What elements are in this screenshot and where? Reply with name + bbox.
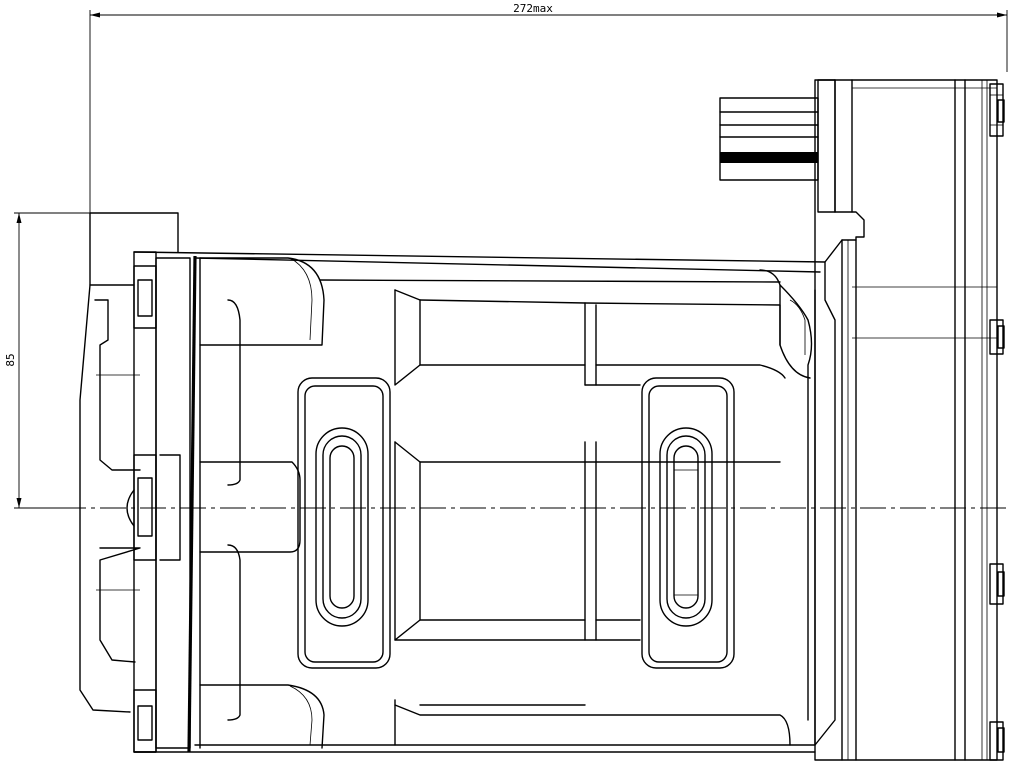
pump-housing [79,212,857,753]
left-slot-pocket [297,377,391,669]
bolt-right-bottom [989,721,1005,761]
bolt-right-upper [989,83,1005,137]
bolt-left-bottom [133,689,157,753]
axis-height-dimension: 85 [4,212,90,509]
overall-length-dimension: 272max [89,2,1008,213]
bolt-right-mid [989,319,1005,355]
right-slot-pocket [641,377,735,669]
bolt-left-top [133,265,157,329]
electrical-connector [719,79,836,213]
overall-length-label: 272max [513,2,553,15]
motor-end-cap [814,79,998,761]
bolt-right-lower [989,563,1005,605]
axis-height-label: 85 [4,353,17,366]
bolt-left-middle [126,454,157,561]
